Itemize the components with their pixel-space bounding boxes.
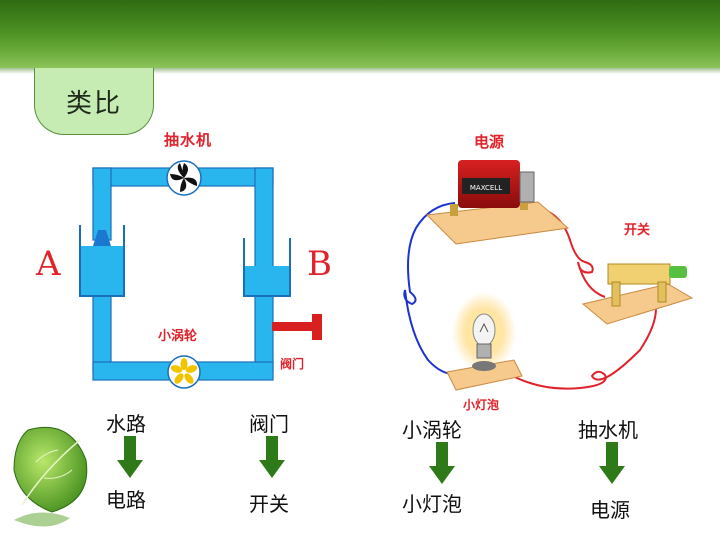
analogy-from-water-path: 水路: [106, 412, 146, 436]
pump-icon: [166, 160, 202, 196]
arrow-down-icon: [599, 442, 625, 484]
arrow-down-icon: [117, 436, 143, 478]
analogy-to-switch: 开关: [249, 492, 289, 516]
tank-a: [79, 225, 125, 297]
page-title: 类比: [65, 88, 122, 119]
leaf-decoration: [13, 426, 88, 527]
header-shadow: [0, 68, 720, 74]
bulb-label: 小灯泡: [463, 398, 500, 412]
wire-red-top: [533, 207, 606, 298]
tank-b-label: B: [307, 244, 332, 284]
valve-label: 阀门: [280, 357, 305, 371]
source-label: 电源: [474, 133, 505, 151]
valve-icon: [272, 314, 322, 340]
battery-text: MAXCELL: [470, 184, 502, 192]
title-tab: 类比: [34, 68, 154, 135]
wire-blue: [403, 202, 471, 376]
water-pipes: [92, 167, 274, 381]
electric-circuit: MAXCELL: [403, 160, 694, 391]
switch-label: 开关: [624, 223, 651, 238]
analogy-from-valve: 阀门: [249, 412, 289, 436]
arrow-down-icon: [429, 442, 455, 484]
turbine-label: 小涡轮: [158, 329, 198, 344]
tank-b: [243, 238, 291, 297]
analogy-to-circuit: 电路: [106, 488, 146, 512]
battery-source: MAXCELL: [425, 160, 570, 245]
analogy-to-bulb: 小灯泡: [402, 492, 462, 516]
analogy-arrows: [117, 436, 625, 484]
water-circuit: [79, 160, 322, 389]
analogy-from-pump: 抽水机: [578, 418, 638, 442]
bulb-device: [446, 292, 523, 391]
header-bar: [0, 0, 720, 68]
arrow-down-icon: [259, 436, 285, 478]
tank-a-label: A: [36, 244, 61, 284]
analogy-to-source: 电源: [590, 498, 630, 522]
pump-label: 抽水机: [164, 131, 213, 149]
analogy-from-turbine: 小涡轮: [402, 418, 462, 442]
wire-red-bottom: [504, 299, 657, 390]
switch-device: [581, 263, 694, 325]
turbine-icon: [167, 355, 201, 389]
